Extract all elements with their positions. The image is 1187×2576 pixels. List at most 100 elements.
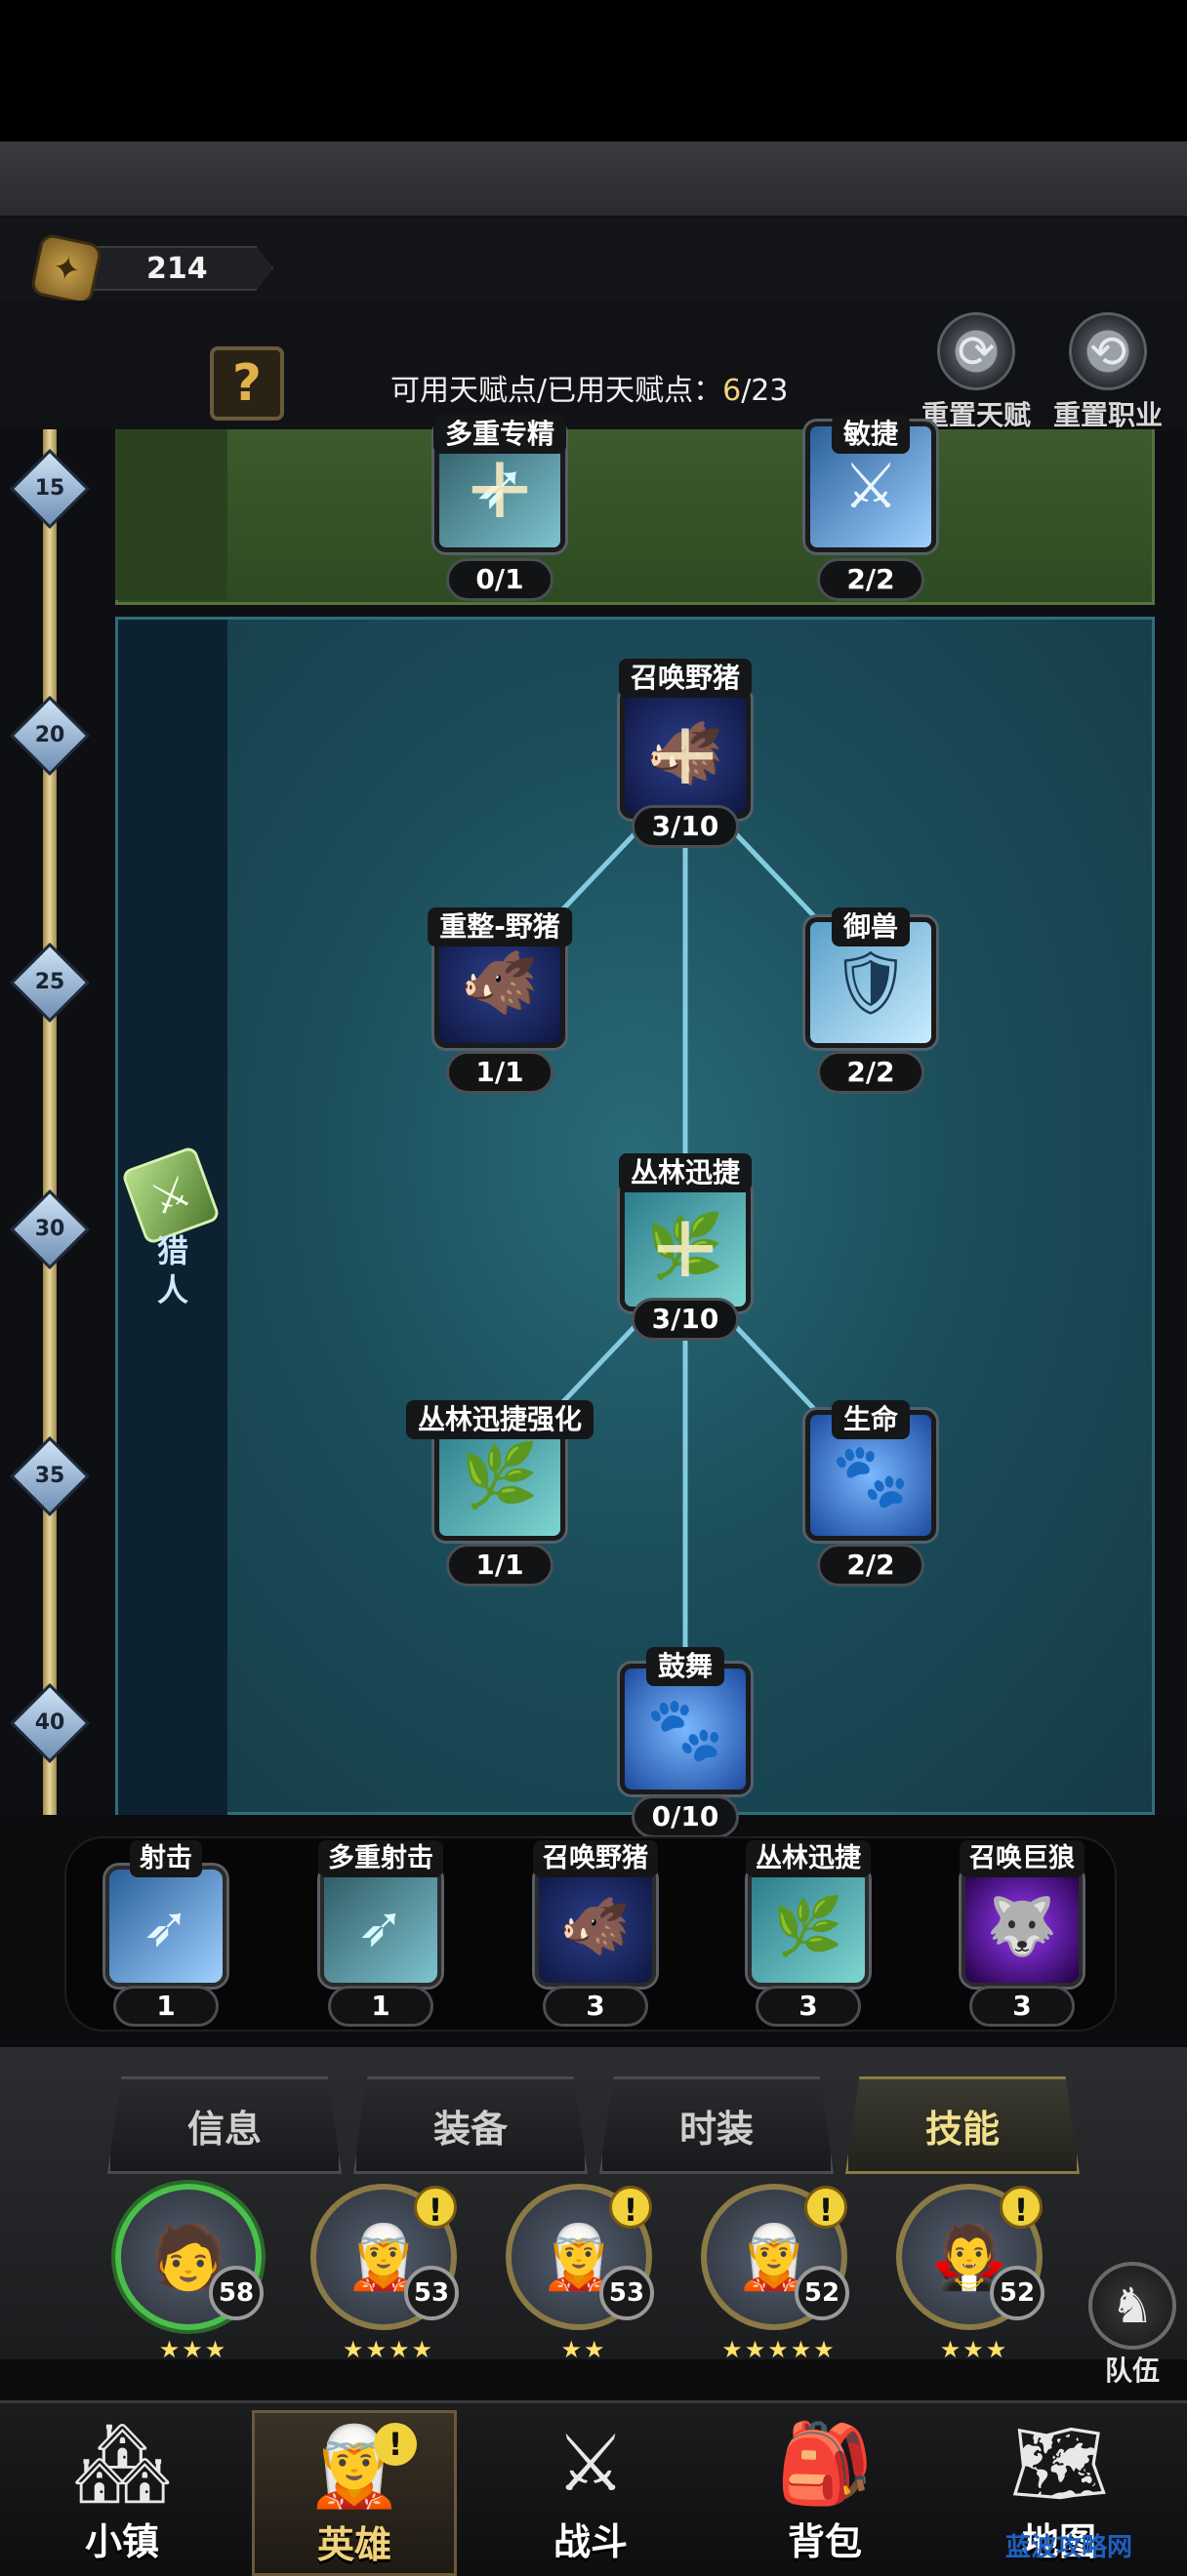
skill-slot-summon-wolf[interactable]: 🐺 <box>962 1866 1083 1987</box>
talent-count: 1/1 <box>446 1051 553 1094</box>
talent-node-summon-boar[interactable]: 🐗 <box>620 688 751 819</box>
boar-icon: 🐗 <box>559 1892 632 1959</box>
nav-town[interactable]: 🏘 小镇 <box>20 2410 225 2576</box>
talent-count: 3/10 <box>632 1298 739 1341</box>
refresh-icon: ⟳ <box>937 312 1015 390</box>
level-label: 35 <box>34 1464 65 1488</box>
skill-title: 多重射击 <box>318 1840 443 1877</box>
hero-avatar: 🧑 58 <box>115 2184 264 2330</box>
bottom-nav <box>0 2400 1187 2576</box>
talent-title: 重整-野猪 <box>428 907 572 946</box>
skill-slot-jungle-swift[interactable]: 🌿 <box>748 1866 869 1987</box>
tab-costume[interactable]: 时装 <box>599 2076 834 2174</box>
hero-alert-badge: ! <box>1000 2186 1043 2229</box>
hero-portrait[interactable]: 🧛 ! 52 ★★★ <box>896 2184 1052 2379</box>
nav-label: 英雄 <box>316 2523 391 2566</box>
hero-level: 53 <box>404 2266 459 2320</box>
skill-title: 召唤野猪 <box>533 1840 658 1877</box>
nav-label: 地图 <box>1021 2520 1096 2563</box>
hero-stars: ★★ <box>560 2336 607 2363</box>
talent-count: 0/1 <box>446 558 553 601</box>
reset-class-button[interactable]: ⟲ 重置职业 <box>1044 312 1171 433</box>
talent-title: 多重专精 <box>432 415 567 454</box>
skill-count: 3 <box>969 1986 1075 2027</box>
nav-hero[interactable]: 🧝 英雄 ! <box>252 2410 457 2576</box>
level-label: 15 <box>34 476 65 501</box>
class-name: 猎人 <box>156 1232 188 1308</box>
hero-avatar: 🧝 ! 53 <box>310 2184 459 2330</box>
shoot-icon: ➶ <box>142 1893 190 1959</box>
hero-stars: ★★★★★ <box>721 2336 837 2363</box>
talent-title: 生命 <box>831 1400 911 1439</box>
wolf-icon: 🐺 <box>986 1892 1058 1959</box>
multishot-icon: ➶ <box>356 1893 405 1959</box>
hero-portrait[interactable]: 🧝 ! 53 ★★★★ <box>310 2184 467 2379</box>
talent-title: 御兽 <box>831 907 911 946</box>
talent-node-beast-mastery[interactable]: 🛡 <box>805 917 936 1048</box>
tab-equipment[interactable]: 装备 <box>353 2076 588 2174</box>
hero-portrait[interactable]: 🧝 ! 52 ★★★★★ <box>701 2184 857 2379</box>
jungle-swift-icon: 🌿 <box>646 1210 724 1283</box>
hero-icon: 🧝 <box>306 2421 403 2512</box>
skill-title: 射击 <box>130 1840 202 1877</box>
reset-class-label: 重置职业 <box>1052 399 1163 431</box>
nav-label: 背包 <box>787 2520 862 2563</box>
skill-count: 1 <box>328 1986 433 2027</box>
hero-portrait[interactable]: 🧑 58 ★★★ <box>115 2184 271 2379</box>
hero-level: 58 <box>209 2266 264 2320</box>
title-strip <box>0 141 1187 218</box>
refresh-icon: ⟲ <box>1069 312 1147 390</box>
currency-value: 214 <box>146 252 208 286</box>
skill-count: 3 <box>543 1986 648 2027</box>
hero-stars: ★★★★ <box>342 2336 435 2363</box>
map-icon: 🗺 <box>1009 2418 1109 2509</box>
tier-side-green <box>115 429 227 600</box>
hero-level: 53 <box>599 2266 654 2320</box>
hero-level: 52 <box>990 2266 1044 2320</box>
hero-level: 52 <box>795 2266 849 2320</box>
talent-count: 3/10 <box>632 805 739 848</box>
tab-skills[interactable]: 技能 <box>845 2076 1080 2174</box>
level-label: 20 <box>34 723 65 747</box>
talent-count: 0/10 <box>632 1795 739 1838</box>
nav-map[interactable]: 🗺 地图 <box>957 2410 1162 2576</box>
talent-points-available: 6 <box>722 374 742 408</box>
nav-label: 小镇 <box>84 2520 159 2563</box>
talent-title: 敏捷 <box>831 415 911 454</box>
skill-slot-multishot[interactable]: ➶ <box>320 1866 441 1987</box>
hero-stars: ★★★ <box>158 2336 228 2363</box>
hero-avatar: 🧛 ! 52 <box>896 2184 1044 2330</box>
reset-talent-label: 重置天赋 <box>921 399 1031 431</box>
team-label: 队伍 <box>1104 2355 1160 2387</box>
reset-talent-button[interactable]: ⟳ 重置天赋 <box>913 312 1040 433</box>
arrows-icon: ➶ <box>473 451 526 523</box>
backpack-icon: 🎒 <box>776 2418 874 2509</box>
hero-portrait[interactable]: 🧝 ! 53 ★★ <box>506 2184 662 2379</box>
skill-slot-shoot[interactable]: ➶ <box>105 1866 226 1987</box>
help-button[interactable]: ? <box>210 346 284 421</box>
team-button[interactable]: ♞ 队伍 <box>1084 2262 1181 2387</box>
talent-title: 鼓舞 <box>645 1647 725 1686</box>
battle-icon: ⚔ <box>555 2418 626 2509</box>
tier-panel-green <box>115 429 1155 605</box>
hero-avatar: 🧝 ! 53 <box>506 2184 654 2330</box>
talent-count: 2/2 <box>817 558 924 601</box>
blades-icon: ⚔ <box>842 451 899 523</box>
talent-count: 2/2 <box>817 1051 924 1094</box>
nav-backpack[interactable]: 🎒 背包 <box>722 2410 927 2576</box>
hero-alert-badge: ! <box>804 2186 847 2229</box>
talent-title: 召唤野猪 <box>618 659 753 698</box>
beast-master-icon: 🛡 <box>831 946 911 1020</box>
hero-alert-badge: ! <box>609 2186 652 2229</box>
boar-fang-icon: 🐗 <box>461 946 539 1020</box>
level-track <box>43 429 57 1815</box>
compass-coin-icon: ✦ <box>29 232 103 306</box>
nav-battle[interactable]: ⚔ 战斗 <box>488 2410 693 2576</box>
talent-points-text: 可用天赋点/已用天赋点： <box>390 374 723 408</box>
paw-icon: 🐾 <box>646 1693 724 1766</box>
jungle-swift-icon: 🌿 <box>461 1439 539 1512</box>
town-icon: 🏘 <box>72 2418 172 2509</box>
talent-node-jungle-swift[interactable]: 🌿 <box>620 1181 751 1311</box>
skill-slot-summon-boar[interactable]: 🐗 <box>535 1866 656 1987</box>
tab-info[interactable]: 信息 <box>107 2076 342 2174</box>
